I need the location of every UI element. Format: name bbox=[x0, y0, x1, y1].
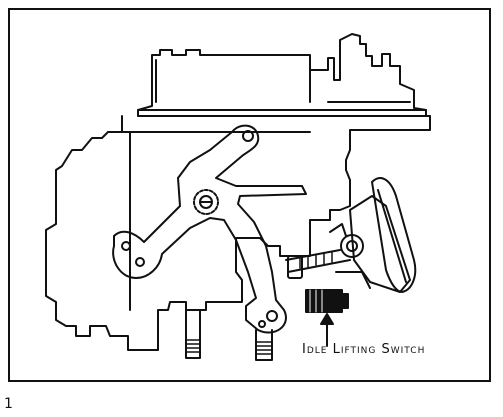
diaphragm-bracket bbox=[329, 223, 371, 289]
linkage-rod-thread bbox=[299, 251, 333, 269]
body-inner-line bbox=[121, 131, 311, 311]
throttle-lever bbox=[112, 124, 307, 334]
diaphragm-nut-inner bbox=[346, 240, 358, 252]
idle-lifting-switch bbox=[305, 289, 349, 313]
idle-lifting-switch-label: Idle Lifting Switch bbox=[302, 342, 426, 357]
top-cover bbox=[137, 33, 427, 117]
figure-number: 1 bbox=[4, 396, 13, 412]
lower-shaft-left-thread bbox=[185, 339, 201, 353]
linkage-nut bbox=[287, 255, 303, 279]
gasket-line bbox=[137, 109, 431, 117]
lower-shaft-right bbox=[255, 329, 273, 361]
figure-frame: Idle Lifting Switch bbox=[8, 8, 491, 382]
lever-end-hole-mid bbox=[135, 257, 145, 267]
diaphragm-cap bbox=[371, 177, 417, 293]
top-detail bbox=[155, 59, 411, 103]
diaphragm-nut bbox=[340, 234, 364, 258]
lever-end-hole-bottom bbox=[266, 310, 278, 322]
carburetor-body bbox=[45, 115, 431, 351]
callout-arrow-head bbox=[320, 313, 334, 325]
lower-shaft-left bbox=[185, 309, 201, 359]
lever-end-hole-lower bbox=[258, 320, 266, 328]
lever-pivot-hole bbox=[242, 130, 254, 142]
diaphragm-cap-rim bbox=[377, 189, 407, 283]
lever-end-hole-left bbox=[121, 241, 131, 251]
throttle-shaft-outer bbox=[193, 189, 219, 215]
lower-shaft-right-thread bbox=[255, 341, 273, 355]
linkage-rod bbox=[285, 249, 351, 273]
carburetor-diagram bbox=[45, 33, 431, 361]
